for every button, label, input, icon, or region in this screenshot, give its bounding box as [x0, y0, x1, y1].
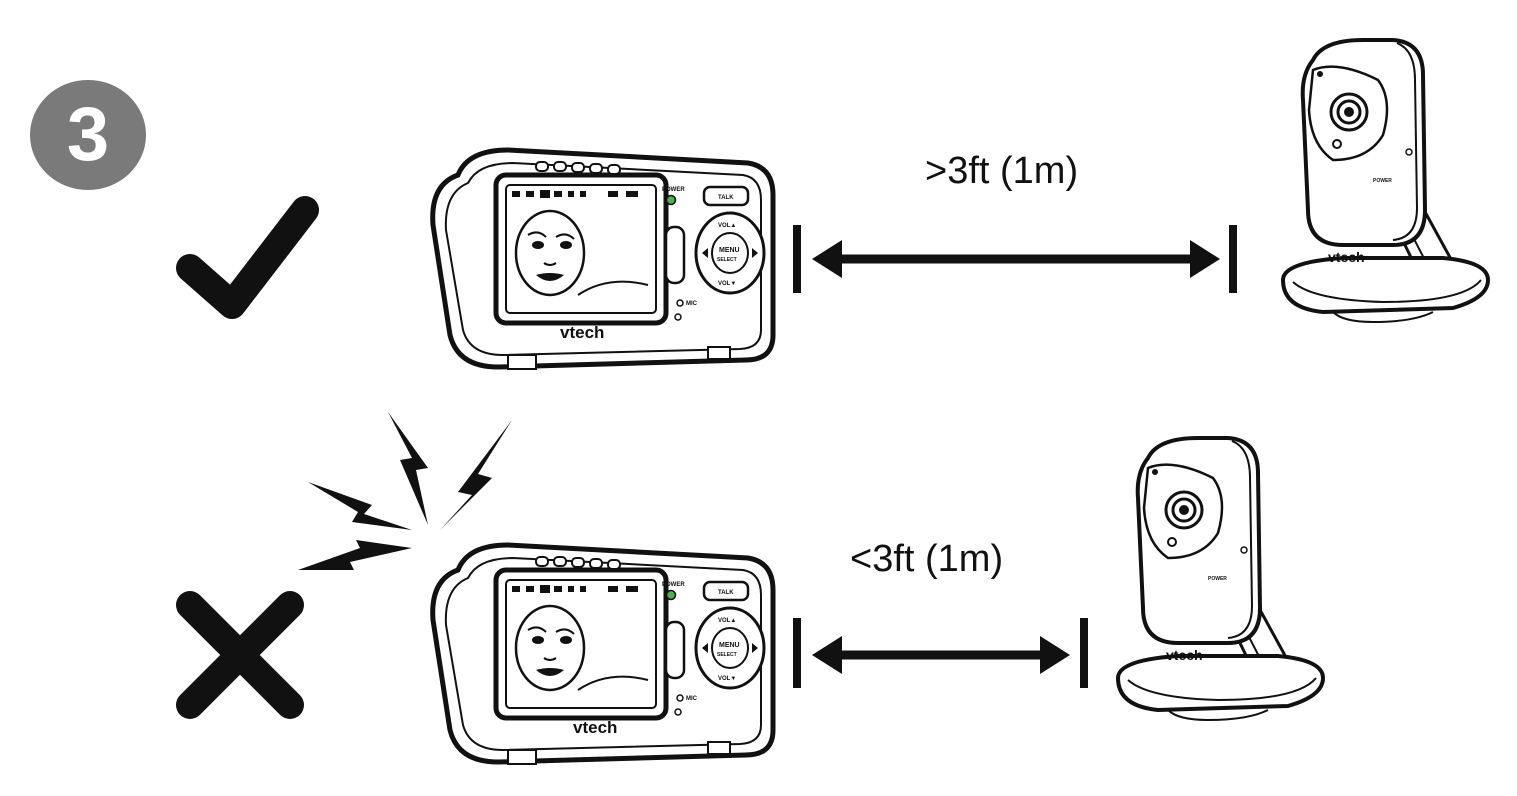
distance-label-top: >3ft (1m)	[925, 150, 1079, 192]
camera-brand-top: vtech	[1328, 249, 1365, 265]
vol-down-label-bottom: VOL▼	[718, 676, 736, 682]
menu-label-bottom: MENU	[719, 642, 740, 649]
camera-brand-bottom: vtech	[1166, 647, 1203, 663]
distance-arrow-top	[793, 225, 1237, 293]
menu-label-top: MENU	[719, 247, 740, 254]
check-mark-icon	[176, 196, 319, 319]
distance-arrow-bottom	[793, 618, 1088, 688]
talk-label-bottom: TALK	[718, 590, 734, 596]
baby-camera-top: vtech POWER	[1281, 38, 1490, 324]
interference-bolts-icon	[298, 412, 512, 570]
camera-power-label-bottom: POWER	[1208, 576, 1227, 582]
baby-camera-bottom: vtech POWER	[1116, 436, 1325, 722]
vol-down-label-top: VOL▼	[718, 281, 736, 287]
parent-monitor-top: vtech POWER TALK VOL▲ MENU SELECT VOL▼ M…	[433, 150, 773, 369]
vol-up-label-bottom: VOL▲	[718, 618, 736, 624]
vol-up-label-top: VOL▲	[718, 223, 736, 229]
select-label-bottom: SELECT	[717, 652, 737, 658]
mic-label-bottom: MIC	[686, 696, 698, 702]
select-label-top: SELECT	[717, 257, 737, 263]
distance-label-bottom: <3ft (1m)	[850, 538, 1004, 580]
power-label-bottom: POWER	[662, 582, 685, 588]
power-label-top: POWER	[662, 187, 685, 193]
camera-power-label-top: POWER	[1373, 178, 1392, 184]
talk-label-top: TALK	[718, 195, 734, 201]
parent-monitor-bottom: vtech POWER TALK VOL▲ MENU SELECT VOL▼ M…	[433, 545, 773, 764]
mic-label-top: MIC	[686, 301, 698, 307]
x-mark-icon	[176, 591, 304, 719]
monitor-brand-bottom: vtech	[573, 718, 617, 737]
monitor-brand-top: vtech	[560, 323, 604, 342]
step-number-badge: 3	[30, 80, 146, 190]
